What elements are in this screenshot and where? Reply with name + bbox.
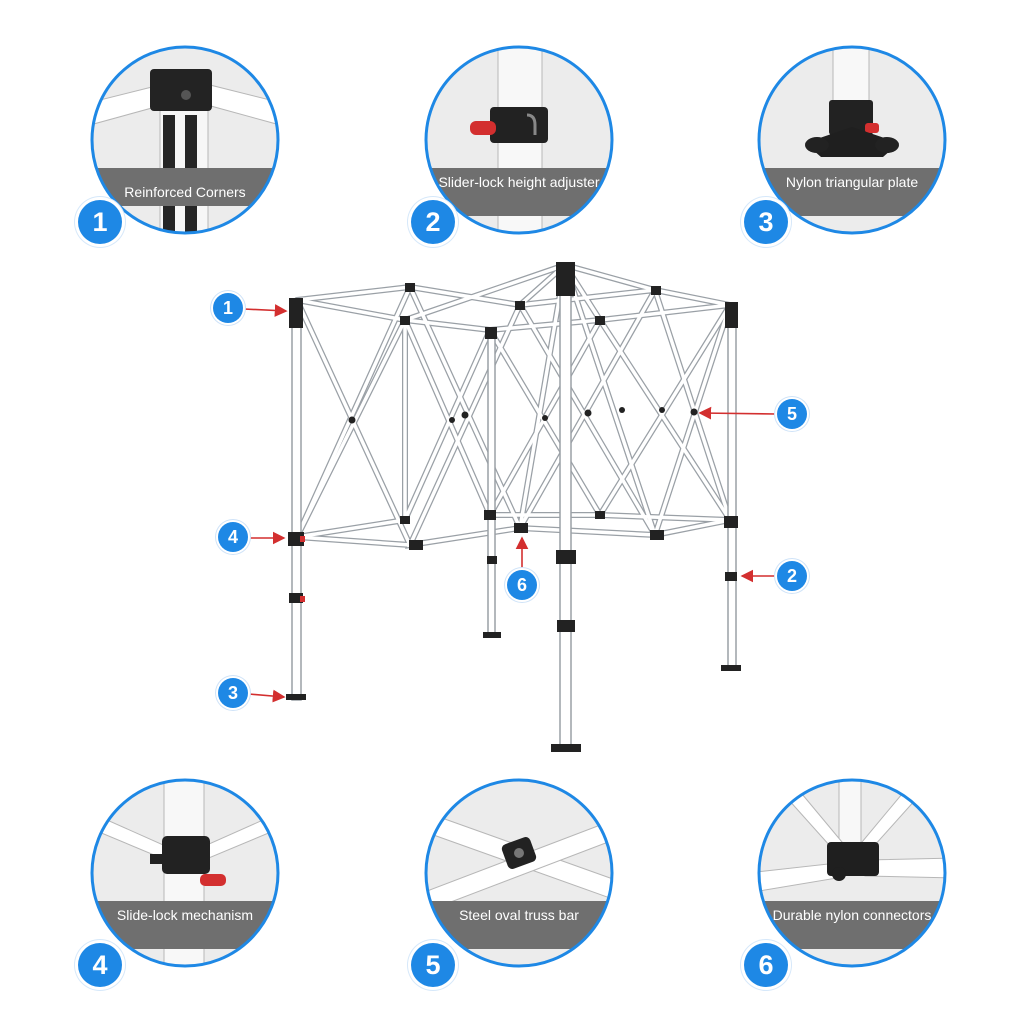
- detail-slider-lock-height-adjuster: Slider-lock height adjuster: [424, 45, 614, 235]
- badge-2: 2: [411, 200, 455, 244]
- badge-5: 5: [411, 943, 455, 987]
- detail-reinforced-corners: Reinforced Corners: [90, 45, 280, 235]
- callout-tag-3: 3: [218, 678, 248, 708]
- callout-tag-2: 2: [777, 561, 807, 591]
- nylon-connector-closeup-image: [757, 778, 947, 968]
- truss-bar-closeup-image: [424, 778, 614, 968]
- height-adjuster-closeup-image: [424, 45, 614, 235]
- callout-arrows: [243, 304, 777, 703]
- foot-plate-closeup-image: [757, 45, 947, 235]
- connectors: [286, 262, 741, 752]
- badge-3: 3: [744, 200, 788, 244]
- detail-slide-lock-mechanism: Slide-lock mechanism: [90, 778, 280, 968]
- truss-bars: [294, 262, 734, 549]
- callout-tag-5: 5: [777, 399, 807, 429]
- badge-4: 4: [78, 943, 122, 987]
- callout-tag-4: 4: [218, 522, 248, 552]
- callout-tag-1: 1: [213, 293, 243, 323]
- slide-lock-closeup-image: [90, 778, 280, 968]
- detail-durable-nylon-connectors: Durable nylon connectors: [757, 778, 947, 968]
- detail-nylon-triangular-plate: Nylon triangular plate: [757, 45, 947, 235]
- corner-closeup-image: [90, 45, 280, 235]
- badge-6: 6: [744, 943, 788, 987]
- badge-1: 1: [78, 200, 122, 244]
- legs: [291, 264, 737, 751]
- callout-tag-6: 6: [507, 570, 537, 600]
- detail-steel-oval-truss-bar: Steel oval truss bar: [424, 778, 614, 968]
